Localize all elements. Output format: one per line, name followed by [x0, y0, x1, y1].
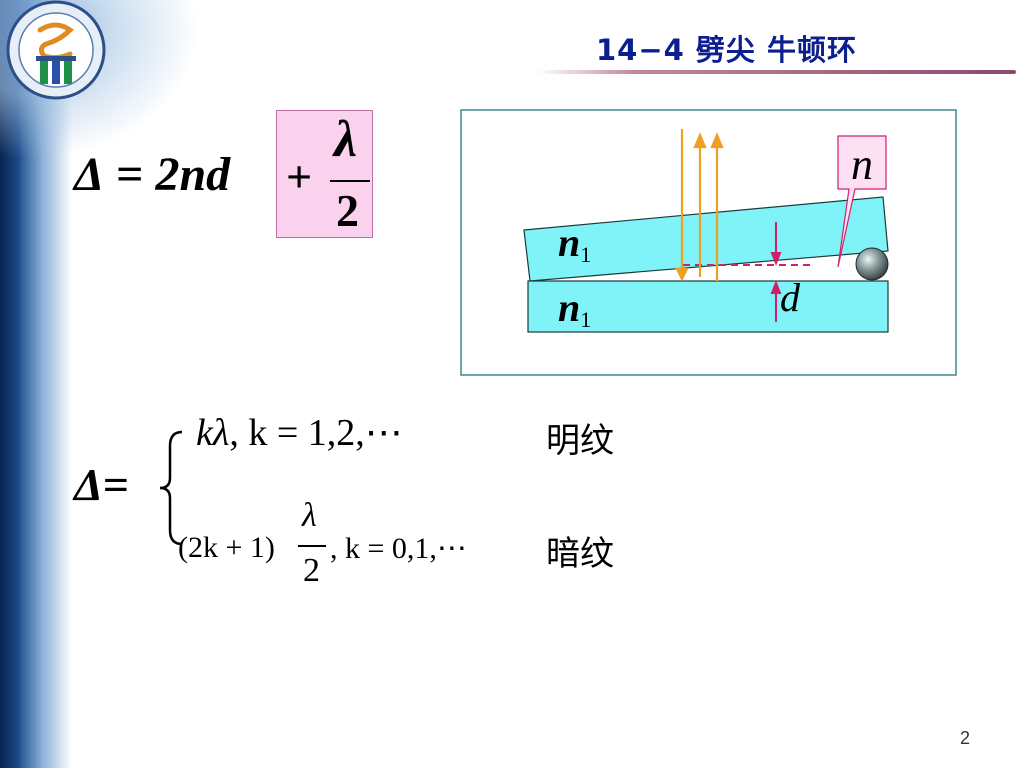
n-callout-box — [837, 135, 887, 268]
light-rays — [675, 129, 724, 282]
fraction-denominator: 2 — [336, 185, 359, 236]
dark-fringe-condition: , k = 0,1,⋯ — [330, 532, 467, 565]
title-underline — [538, 70, 1016, 74]
label-d: d — [780, 275, 801, 320]
bright-fringe-condition: kλ, k = 1,2,⋯ — [196, 412, 403, 454]
dark-fringe-label: 暗纹 — [546, 534, 614, 574]
dark-fringe-factor: (2k + 1) — [178, 531, 275, 564]
formula1-lhs: Δ = 2nd — [74, 147, 230, 202]
bright-fringe-label: 明纹 — [546, 421, 614, 461]
upper-glass-plate — [523, 196, 889, 282]
formula2-lhs: Δ= — [74, 458, 129, 511]
delta-symbol: Δ — [74, 148, 105, 201]
half-wave-loss-highlight — [276, 110, 373, 238]
plus-sign: + — [286, 151, 313, 202]
equals-sign: = — [104, 148, 156, 201]
label-n1-lower: n1 — [558, 285, 591, 332]
dark-fraction-numerator: λ — [302, 497, 317, 534]
term-2nd: 2nd — [155, 148, 231, 201]
label-n1-upper: n1 — [558, 220, 591, 267]
label-n: n — [851, 140, 873, 189]
fraction-bar — [330, 180, 370, 182]
equals-sign-2: = — [102, 459, 130, 510]
thickness-arrows — [770, 222, 782, 322]
slide-title: 14−4 劈尖 牛顿环 — [596, 33, 858, 67]
dark-fraction-denominator: 2 — [303, 552, 320, 589]
lower-glass-plate — [527, 280, 889, 333]
wedge-diagram: n n1 n1 d — [460, 109, 957, 376]
page-number: 2 — [960, 728, 971, 748]
fraction-numerator: λ — [334, 111, 358, 168]
spacer-sphere — [855, 247, 889, 281]
university-logo — [6, 0, 106, 100]
delta-symbol-2: Δ — [74, 459, 103, 510]
left-brace — [159, 430, 183, 546]
dark-fraction-bar — [298, 545, 326, 547]
